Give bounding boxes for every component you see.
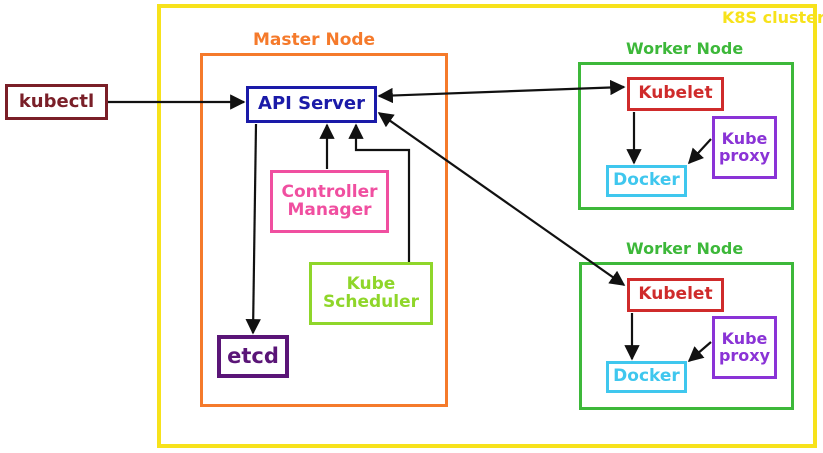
kubelet-label: Kubelet bbox=[638, 284, 713, 305]
controller-manager-line2: Manager bbox=[287, 199, 372, 220]
etcd-box: etcd bbox=[217, 335, 289, 378]
kube-proxy-line1: Kube bbox=[721, 328, 768, 348]
kubelet-box: Kubelet bbox=[627, 278, 724, 312]
worker-node-label: Worker Node bbox=[626, 39, 744, 58]
kube-proxy-line2: proxy bbox=[718, 145, 771, 165]
kubectl-box: kubectl bbox=[5, 84, 108, 120]
api-server-box: API Server bbox=[246, 86, 377, 123]
kube-scheduler-line1: Kube bbox=[346, 273, 396, 294]
kube-scheduler-line2: Scheduler bbox=[323, 291, 419, 312]
kube-scheduler-box: Kube Scheduler bbox=[309, 262, 433, 325]
controller-manager-box: Controller Manager bbox=[270, 170, 389, 233]
worker-node-label: Worker Node bbox=[626, 239, 744, 258]
docker-label: Docker bbox=[613, 366, 680, 387]
api-server-label: API Server bbox=[258, 93, 365, 115]
kubelet-label: Kubelet bbox=[638, 83, 713, 104]
k8s-cluster-label: K8S cluster bbox=[722, 8, 823, 27]
kube-proxy-line2: proxy bbox=[718, 345, 771, 365]
kube-proxy-box: Kube proxy bbox=[712, 316, 777, 379]
docker-label: Docker bbox=[613, 170, 680, 191]
kubelet-box: Kubelet bbox=[627, 77, 724, 111]
k8s-cluster-frame bbox=[157, 4, 817, 448]
worker-node-frame bbox=[579, 262, 794, 410]
controller-manager-line1: Controller bbox=[281, 181, 378, 202]
kubectl-label: kubectl bbox=[18, 90, 95, 112]
etcd-label: etcd bbox=[227, 344, 279, 369]
kube-proxy-line1: Kube bbox=[721, 128, 768, 148]
master-node-label: Master Node bbox=[253, 30, 376, 50]
docker-box: Docker bbox=[606, 165, 687, 197]
docker-box: Docker bbox=[606, 361, 687, 393]
kube-proxy-box: Kube proxy bbox=[712, 116, 777, 179]
